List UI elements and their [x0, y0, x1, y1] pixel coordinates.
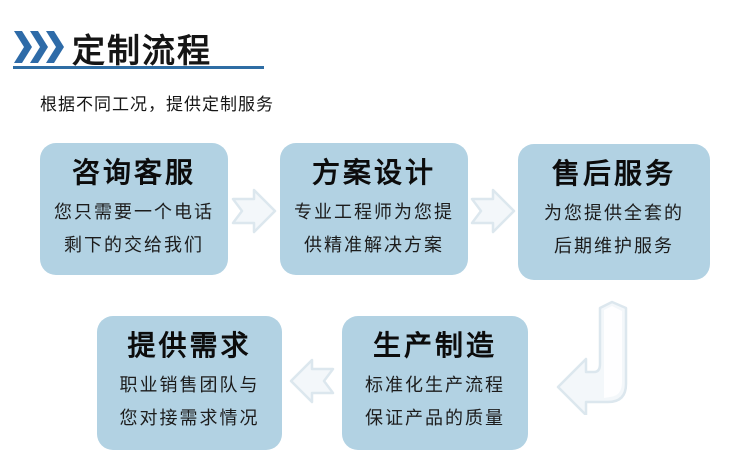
title-underline	[13, 66, 264, 69]
step-box-aftersales: 售后服务 为您提供全套的 后期维护服务	[518, 144, 710, 280]
triple-chevron-right-icon	[14, 31, 64, 63]
step-title: 售后服务	[551, 158, 676, 189]
section-title: 定制流程	[72, 32, 212, 69]
step-box-manufacturing: 生产制造 标准化生产流程 保证产品的质量	[342, 316, 528, 450]
step-desc-line: 后期维护服务	[554, 235, 674, 257]
step-box-consult: 咨询客服 您只需要一个电话 剩下的交给我们	[40, 143, 228, 275]
step-desc-line: 您只需要一个电话	[54, 202, 214, 224]
step-desc-line: 专业工程师为您提	[294, 202, 454, 224]
step-desc-line: 您对接需求情况	[119, 407, 260, 429]
step-desc-line: 为您提供全套的	[544, 203, 684, 225]
step-desc-line: 保证产品的质量	[365, 407, 505, 429]
step-title: 方案设计	[311, 157, 436, 188]
step-desc-line: 标准化生产流程	[365, 375, 505, 397]
section-subtitle: 根据不同工况，提供定制服务	[40, 95, 274, 114]
step-desc-line: 职业销售团队与	[119, 375, 260, 397]
arrow-right-icon	[470, 188, 516, 234]
arrow-left-icon	[289, 358, 335, 404]
arrow-right-icon	[231, 188, 277, 234]
step-title: 咨询客服	[71, 157, 196, 188]
arrow-bent-down-left-icon	[556, 300, 628, 415]
step-title: 生产制造	[372, 330, 497, 361]
step-title: 提供需求	[127, 330, 252, 361]
step-box-requirements: 提供需求 职业销售团队与 您对接需求情况	[97, 316, 282, 450]
step-desc-line: 剩下的交给我们	[64, 234, 204, 256]
step-desc-line: 供精准解决方案	[304, 234, 444, 256]
step-box-design: 方案设计 专业工程师为您提 供精准解决方案	[280, 143, 468, 275]
